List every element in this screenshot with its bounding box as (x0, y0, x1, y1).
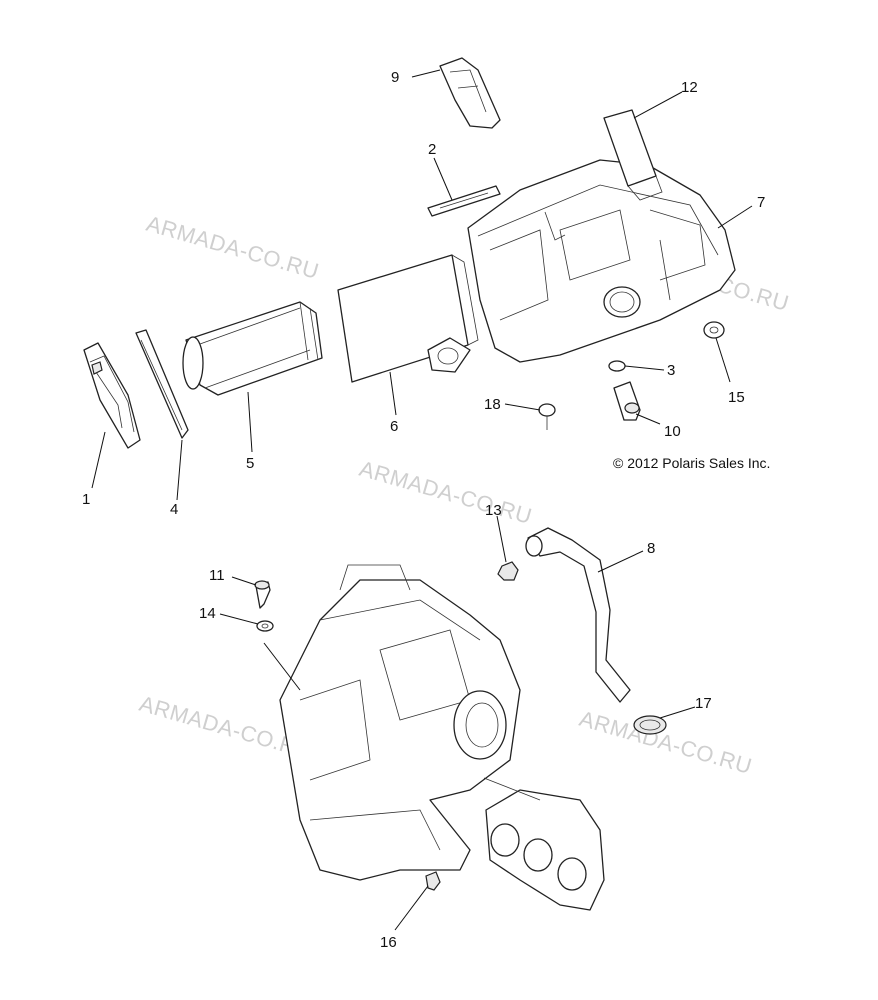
part-8-breather-hose[interactable] (525, 527, 631, 703)
callout-5[interactable]: 5 (246, 455, 254, 472)
part-5-filter-element[interactable] (182, 301, 323, 396)
callout-12[interactable]: 12 (681, 79, 698, 96)
part-18-clamp[interactable] (538, 403, 556, 430)
watermark-1: ARMADA-CO.RU (144, 211, 322, 284)
callout-4[interactable]: 4 (170, 501, 178, 518)
callout-17[interactable]: 17 (695, 695, 712, 712)
part-15-grommet[interactable] (703, 321, 725, 339)
callout-1[interactable]: 1 (82, 491, 90, 508)
callout-3[interactable]: 3 (667, 362, 675, 379)
callout-6[interactable]: 6 (390, 418, 398, 435)
part-16-screw[interactable] (425, 871, 441, 891)
part-11-bolt[interactable] (254, 580, 271, 609)
callout-18[interactable]: 18 (484, 396, 501, 413)
part-1-end-cover[interactable] (83, 342, 141, 449)
callout-11[interactable]: 11 (209, 567, 225, 584)
throttle-body-assembly (483, 777, 605, 911)
part-3-o-ring[interactable] (608, 360, 626, 372)
callout-labels: 1 2 3 4 5 6 7 8 9 10 11 12 13 14 15 16 1… (82, 69, 765, 951)
part-7-airbox[interactable] (427, 159, 736, 373)
part-2-strap[interactable] (427, 185, 501, 217)
intake-plenum-assembly (279, 564, 521, 881)
callout-14[interactable]: 14 (199, 605, 216, 622)
callout-7[interactable]: 7 (757, 194, 765, 211)
part-14-washer[interactable] (256, 620, 274, 632)
part-17-hose-clamp[interactable] (633, 715, 667, 735)
callout-8[interactable]: 8 (647, 540, 655, 557)
watermark-3: ARMADA-CO.RU (357, 456, 535, 529)
callout-16[interactable]: 16 (380, 934, 397, 951)
callout-9[interactable]: 9 (391, 69, 399, 86)
watermark-5: ARMADA-CO.RU (577, 706, 755, 779)
part-4-gasket[interactable] (135, 329, 189, 439)
part-12-intake-duct[interactable] (603, 109, 663, 201)
callout-2[interactable]: 2 (428, 141, 436, 158)
part-9-clip[interactable] (439, 57, 501, 129)
callout-15[interactable]: 15 (728, 389, 745, 406)
part-13-nut[interactable] (497, 561, 519, 581)
leader-lines (91, 69, 753, 931)
callout-10[interactable]: 10 (664, 423, 681, 440)
copyright-text: © 2012 Polaris Sales Inc. (613, 455, 770, 471)
callout-13[interactable]: 13 (485, 502, 502, 519)
